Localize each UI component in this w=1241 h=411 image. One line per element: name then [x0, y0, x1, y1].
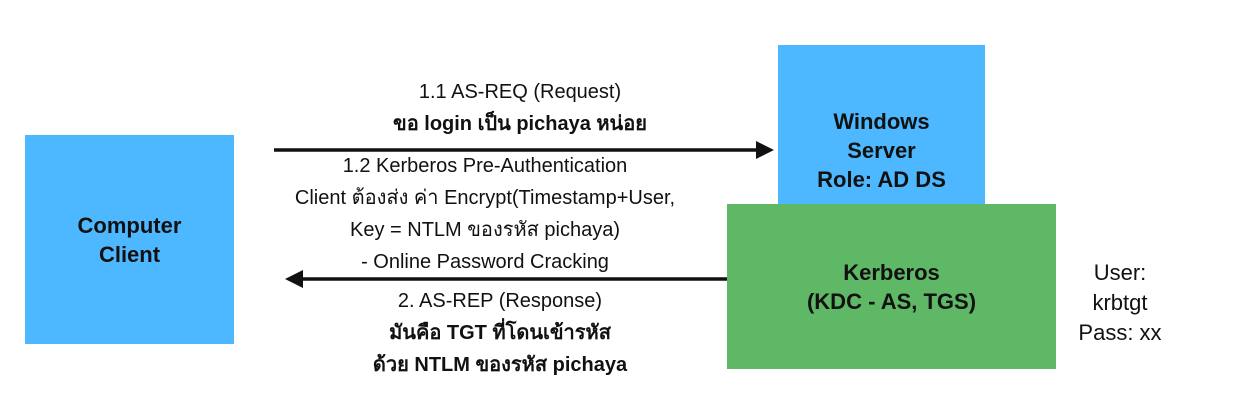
kerberos-kdc-box: Kerberos (KDC - AS, TGS) — [727, 204, 1056, 369]
server-label-line-3: Role: AD DS — [817, 167, 946, 192]
as-req-label: 1.1 AS-REQ (Request) ขอ login เป็น picha… — [300, 76, 740, 140]
pre-auth-label: 1.2 Kerberos Pre-Authentication Client ต… — [230, 150, 740, 278]
krbtgt-account-info: User: krbtgt Pass: xx — [1070, 258, 1170, 348]
pre-auth-line-2: Client ต้องส่ง ค่า Encrypt(Timestamp+Use… — [294, 187, 676, 209]
as-req-line-2: ขอ login เป็น pichaya หน่อย — [393, 113, 647, 135]
computer-client-box: Computer Client — [25, 135, 234, 344]
request-arrow — [274, 141, 774, 159]
as-rep-label: 2. AS-REP (Response) มันคือ TGT ที่โดนเข… — [290, 285, 710, 381]
kdc-label-line-2: (KDC - AS, TGS) — [806, 288, 977, 314]
pre-auth-line-4: - Online Password Cracking — [361, 251, 609, 273]
server-label-line-1: Windows — [833, 109, 930, 134]
as-rep-line-2: มันคือ TGT ที่โดนเข้ารหัส — [389, 322, 611, 344]
pre-auth-line-1: 1.2 Kerberos Pre-Authentication — [342, 155, 628, 177]
kdc-label-line-1: Kerberos — [843, 259, 940, 285]
client-label-line-2: Client — [98, 241, 161, 267]
response-arrow — [285, 270, 727, 288]
client-label-line-1: Computer — [77, 212, 182, 238]
account-line-2: krbtgt — [1092, 290, 1148, 315]
account-line-3: Pass: xx — [1078, 320, 1162, 345]
pre-auth-line-3: Key = NTLM ของรหัส pichaya) — [350, 219, 620, 241]
as-rep-line-3: ด้วย NTLM ของรหัส pichaya — [372, 354, 628, 376]
account-line-1: User: — [1093, 260, 1147, 285]
server-label-line-2: Server — [847, 138, 916, 163]
windows-server-box: Windows Server Role: AD DS — [778, 45, 985, 205]
as-req-line-1: 1.1 AS-REQ (Request) — [418, 81, 622, 103]
as-rep-line-1: 2. AS-REP (Response) — [397, 290, 603, 312]
